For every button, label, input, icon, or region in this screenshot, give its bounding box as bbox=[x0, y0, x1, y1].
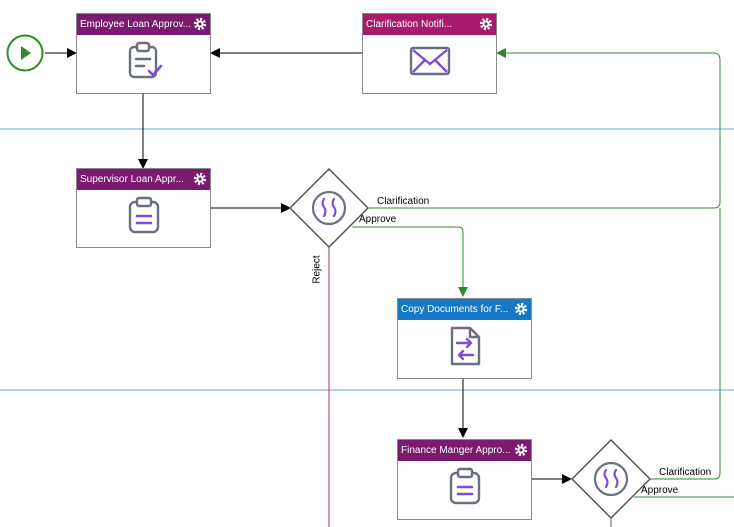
task-header: Finance Manger Appro... bbox=[398, 440, 531, 461]
task-title: Clarification Notifi... bbox=[366, 19, 453, 30]
gear-icon[interactable] bbox=[193, 17, 207, 31]
envelope-icon bbox=[409, 47, 450, 76]
document-transfer-icon bbox=[450, 327, 480, 366]
flow-gateway1-approve[interactable] bbox=[352, 226, 468, 297]
clipboard-list-icon bbox=[449, 468, 480, 505]
label-clarification-1: Clarification bbox=[377, 196, 430, 207]
task-header: Employee Loan Approv... bbox=[77, 14, 210, 35]
flow-gateway1-clarification[interactable] bbox=[368, 48, 721, 209]
start-event[interactable] bbox=[6, 34, 44, 72]
task-header: Supervisor Loan Appr... bbox=[77, 169, 210, 190]
gear-icon[interactable] bbox=[514, 302, 528, 316]
gear-icon[interactable] bbox=[514, 443, 528, 457]
flow-gateway2-clarification[interactable] bbox=[650, 208, 721, 480]
wave-icon bbox=[603, 468, 619, 489]
label-clarification-2: Clarification bbox=[659, 467, 712, 478]
play-icon bbox=[21, 46, 31, 60]
task-supervisor-loan-approval[interactable]: Supervisor Loan Appr... bbox=[76, 168, 211, 248]
task-copy-documents[interactable]: Copy Documents for F... bbox=[397, 298, 532, 379]
label-approve-1: Approve bbox=[359, 214, 397, 225]
label-approve-2: Approve bbox=[641, 485, 679, 496]
task-finance-manager-approval[interactable]: Finance Manger Appro... bbox=[397, 439, 532, 520]
task-header: Clarification Notifi... bbox=[363, 14, 496, 35]
gateway-finance-decision[interactable] bbox=[571, 439, 651, 519]
clipboard-list-icon bbox=[128, 196, 159, 233]
task-title: Copy Documents for F... bbox=[401, 304, 509, 315]
task-header: Copy Documents for F... bbox=[398, 299, 531, 320]
wave-icon bbox=[321, 197, 337, 218]
task-clarification-notification[interactable]: Clarification Notifi... bbox=[362, 13, 497, 94]
task-title: Finance Manger Appro... bbox=[401, 445, 511, 456]
task-employee-loan-approval[interactable]: Employee Loan Approv... bbox=[76, 13, 211, 94]
clipboard-check-icon bbox=[128, 42, 162, 79]
task-title: Employee Loan Approv... bbox=[80, 19, 191, 30]
label-reject: Reject bbox=[311, 255, 323, 284]
gateway-supervisor-decision[interactable] bbox=[289, 168, 369, 248]
task-title: Supervisor Loan Appr... bbox=[80, 174, 184, 185]
gear-icon[interactable] bbox=[193, 172, 207, 186]
gear-icon[interactable] bbox=[479, 17, 493, 31]
